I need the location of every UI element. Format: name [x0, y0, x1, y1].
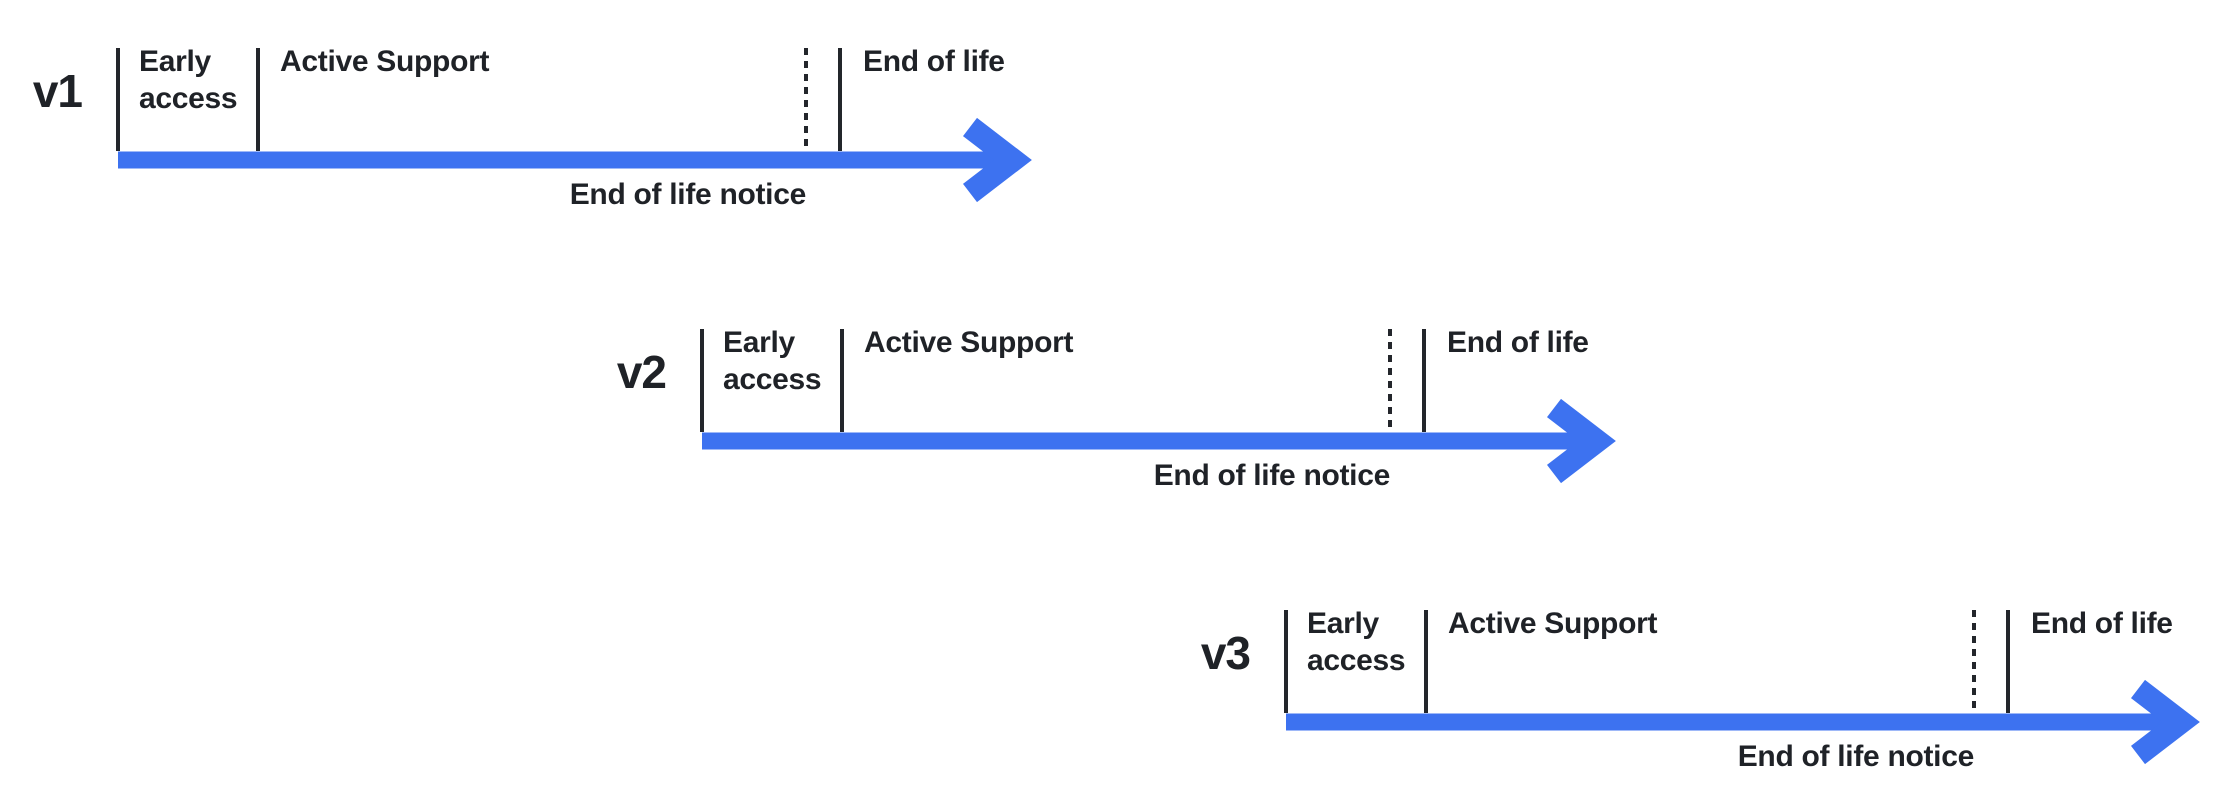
eol-notice-dashed-tick — [804, 48, 808, 151]
version-label: v3 — [1200, 627, 1251, 679]
timeline-arrow — [1286, 679, 2200, 765]
early-access-start-tick — [1284, 610, 1288, 713]
early-access-start-tick — [116, 48, 120, 151]
timeline-arrow — [118, 117, 1032, 203]
timeline-arrow-head-icon — [1546, 398, 1616, 484]
timeline-arrow-head-icon — [2130, 679, 2200, 765]
timeline-v2: v2 Early access Active Support End of li… — [582, 316, 1642, 516]
end-of-life-label: End of life — [2031, 607, 2173, 640]
version-label: v2 — [616, 346, 667, 398]
active-support-start-tick — [1424, 610, 1428, 713]
active-support-start-tick — [840, 329, 844, 432]
timeline-arrow — [702, 398, 1616, 484]
eol-notice-dashed-tick — [1972, 610, 1976, 713]
version-label: v1 — [32, 65, 83, 117]
active-support-start-tick — [256, 48, 260, 151]
early-access-start-tick — [700, 329, 704, 432]
timeline-v3: v3 Early access Active Support End of li… — [1166, 597, 2226, 797]
end-of-life-label: End of life — [1447, 326, 1589, 359]
active-support-label: Active Support — [864, 326, 1074, 359]
eol-notice-dashed-tick — [1388, 329, 1392, 432]
early-access-label: Early access — [1307, 607, 1406, 677]
timeline-arrow-head-icon — [962, 117, 1032, 203]
end-of-life-notice-label: End of life notice — [569, 178, 807, 211]
end-of-life-tick — [838, 48, 842, 151]
early-access-label: Early access — [139, 45, 238, 115]
end-of-life-notice-label: End of life notice — [1153, 459, 1391, 492]
end-of-life-tick — [2006, 610, 2010, 713]
active-support-label: Active Support — [280, 45, 490, 78]
end-of-life-notice-label: End of life notice — [1737, 740, 1975, 773]
timeline-v1: v1 Early access Active Support End of li… — [0, 35, 1058, 235]
end-of-life-label: End of life — [863, 45, 1005, 78]
active-support-label: Active Support — [1448, 607, 1658, 640]
early-access-label: Early access — [723, 326, 822, 396]
end-of-life-tick — [1422, 329, 1426, 432]
